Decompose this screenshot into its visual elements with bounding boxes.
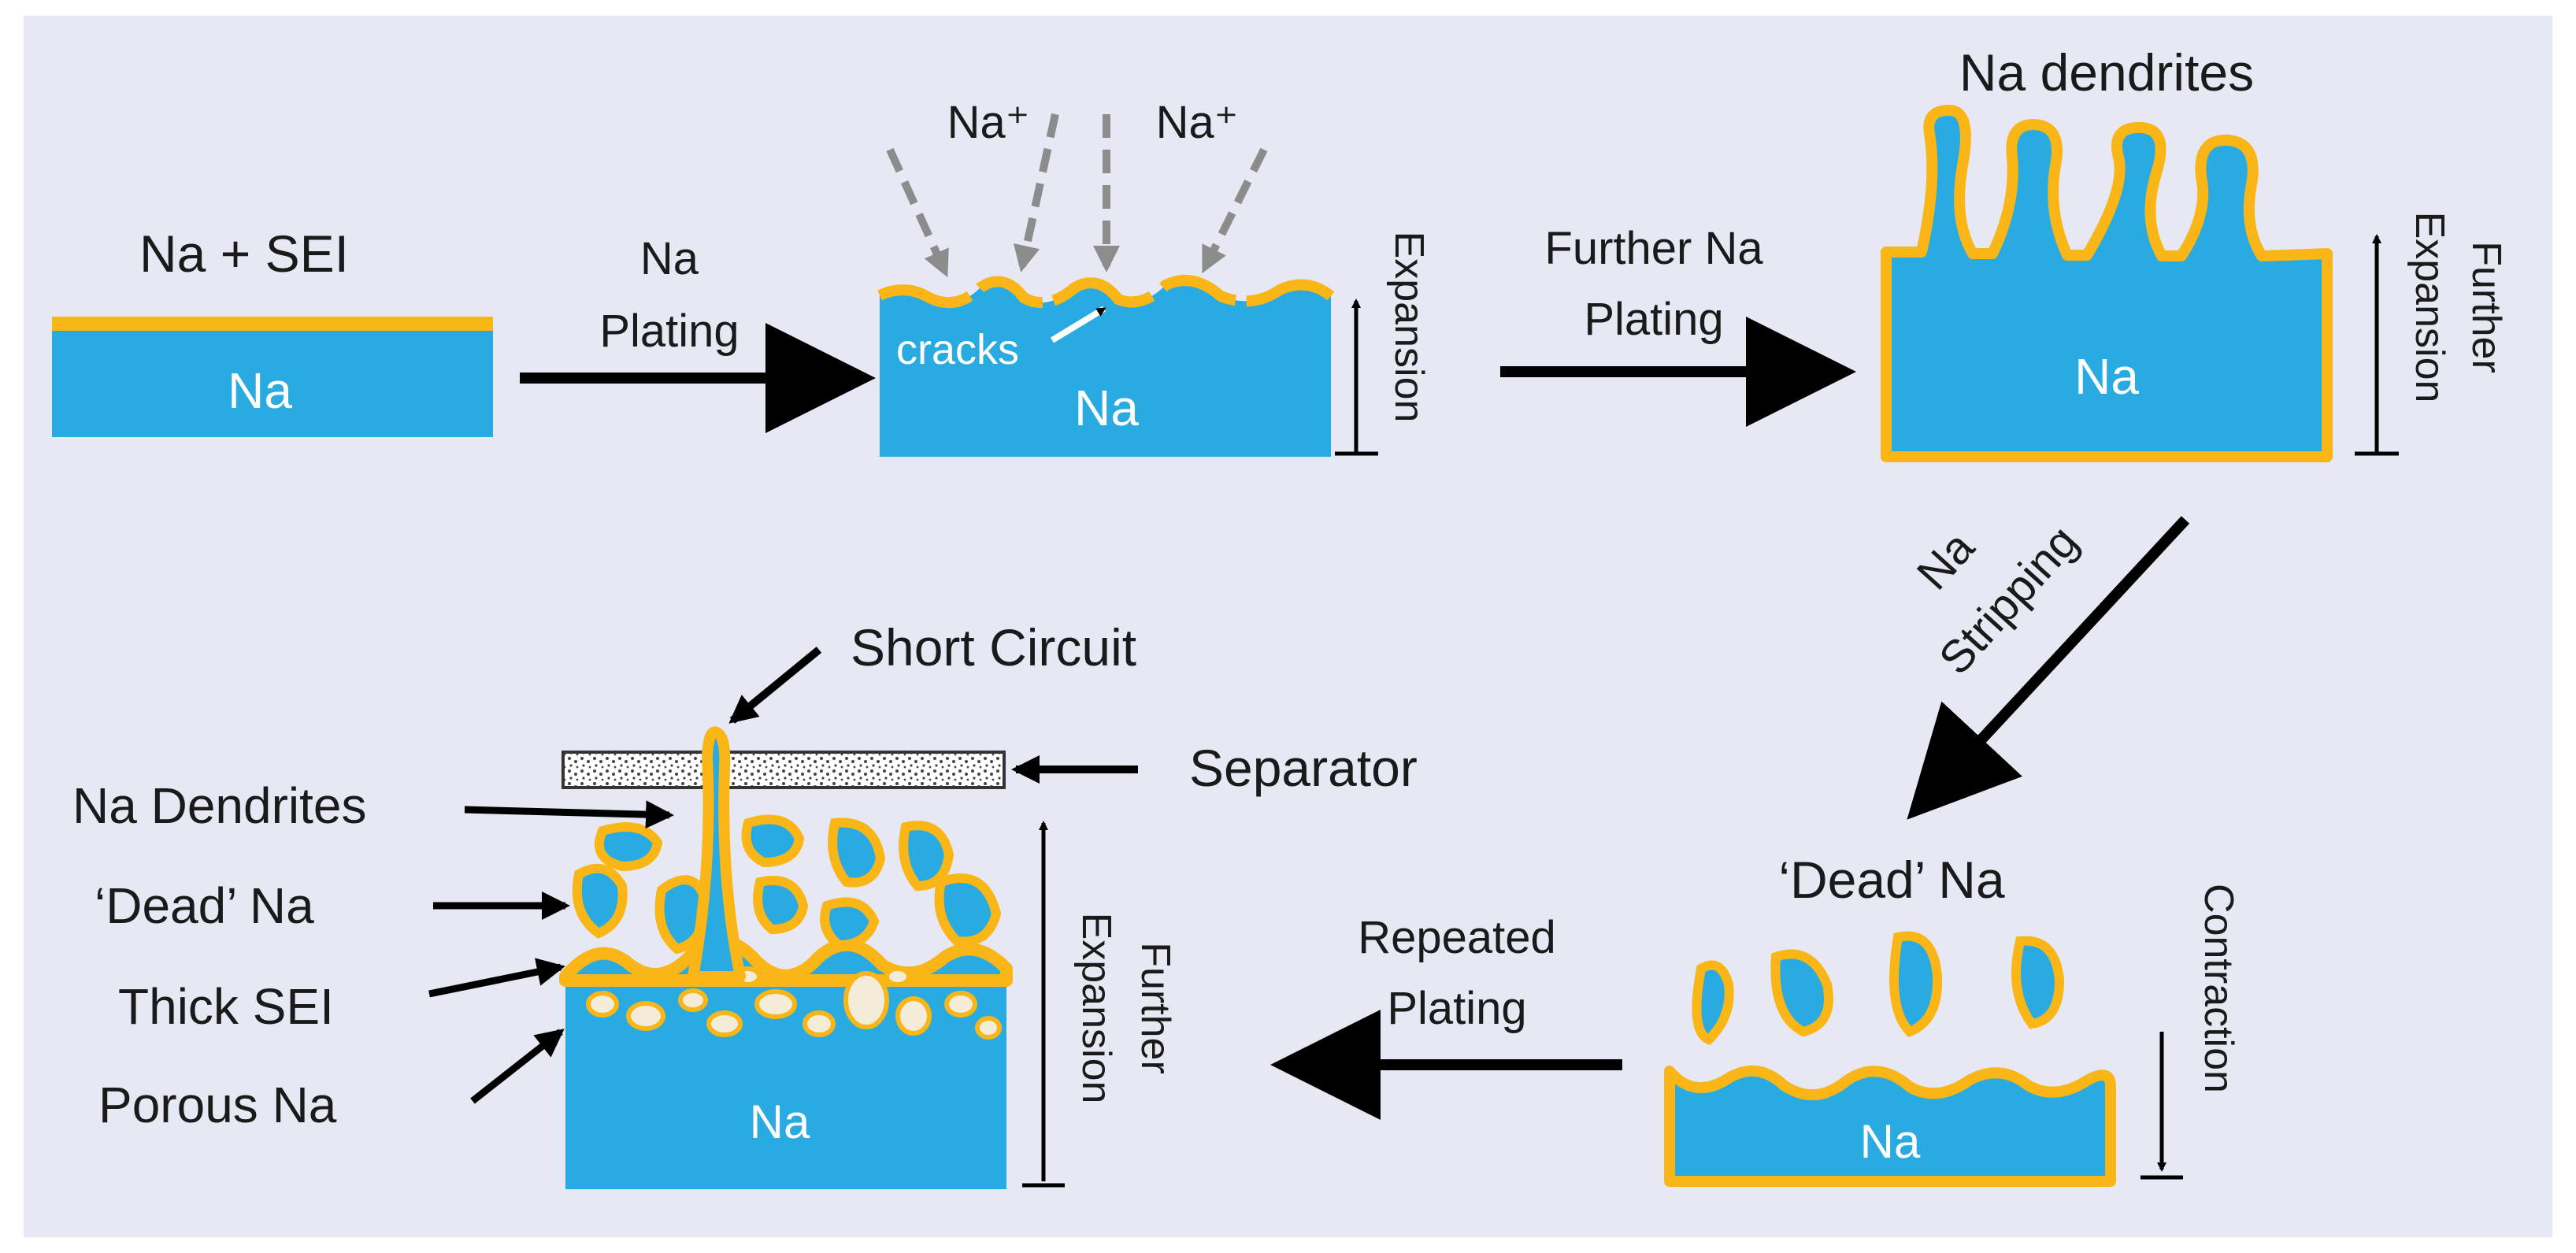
dead-na-fragment: [820, 897, 880, 951]
short-circuit-pointer-arrow-icon: [728, 647, 822, 724]
pore: [754, 989, 797, 1019]
pore: [626, 1001, 665, 1031]
dendritic-sodium-body: [1881, 105, 2333, 462]
contraction-label: Contraction: [2196, 884, 2241, 1093]
further-plating-label-line1: Further Na: [1544, 223, 1763, 274]
cracked-sei-layer: [877, 275, 1335, 309]
na-plating-label-line2: Plating: [599, 306, 739, 357]
stage-1-title: Na + SEI: [139, 224, 349, 283]
sodium-ion-label-left: Na⁺: [947, 97, 1030, 148]
dead-na-fragment: [2011, 936, 2065, 1029]
sei-layer: [52, 317, 493, 331]
dead-na-fragment: [595, 822, 663, 872]
sodium-block-label: Na: [228, 362, 292, 419]
stage-4-dead-na: ‘Dead’ Na Na Contraction: [1664, 851, 2241, 1187]
stage-5-short-circuit: Short Circuit Separator: [72, 618, 1418, 1189]
separator-label: Separator: [1189, 739, 1418, 797]
dead-na-fragment: [741, 814, 805, 868]
separator: [562, 751, 1006, 789]
repeated-plating-arrow: Repeated Plating: [1270, 912, 1622, 1120]
sodium-block: [880, 280, 1331, 457]
na-plating-arrow: Na Plating: [520, 233, 876, 433]
dead-na-fragment: [1889, 931, 1943, 1038]
sodium-block-label: Na: [1074, 380, 1139, 436]
stage-1-na-with-sei: Na + SEI Na: [52, 224, 493, 437]
dead-na-fragment: [1770, 949, 1833, 1037]
short-circuit-label: Short Circuit: [851, 618, 1136, 677]
pores-group: [586, 966, 1002, 1040]
stage-3-title: Na dendrites: [1959, 43, 2254, 102]
pore: [895, 996, 932, 1036]
dead-na-fragment: [572, 863, 628, 939]
na-plating-label-line1: Na: [640, 233, 699, 284]
dead-na-fragment: [753, 876, 809, 935]
stage-2-plated-na: Na⁺ Na⁺ cracks Na Expansion: [877, 97, 1432, 457]
sodium-block-label: Na: [1860, 1115, 1921, 1168]
further-expansion-label-line1: Further: [2463, 241, 2509, 373]
callout-arrow-icon: [470, 1029, 565, 1104]
na-dendrite-spike: [688, 726, 746, 982]
dead-na-fragment: [934, 873, 1002, 947]
pore: [843, 971, 889, 1029]
dead-na-fragment: [1692, 960, 1734, 1046]
further-expansion-label-line2: Expansion: [1073, 913, 1119, 1104]
cracks-label: cracks: [896, 326, 1019, 373]
thick-sei-layer: [559, 934, 1013, 987]
further-expansion-label-line2: Expansion: [2407, 212, 2452, 403]
further-plating-arrow: Further Na Plating: [1500, 223, 1856, 427]
arrow-diagonal-icon: [1907, 516, 2190, 820]
pore: [944, 991, 977, 1018]
further-plating-label-line2: Plating: [1584, 294, 1723, 345]
pore: [975, 1016, 1002, 1040]
ion-flux-arrow-icon: [1013, 113, 1059, 272]
callout-arrow-icon: [464, 800, 674, 829]
sodium-block-label: Na: [750, 1095, 810, 1148]
further-expansion-label-line1: Further: [1132, 942, 1178, 1074]
pore: [678, 988, 708, 1012]
sodium-ion-label-right: Na⁺: [1156, 97, 1239, 148]
cracks-pointer-arrow-icon: [1050, 306, 1106, 343]
ion-flux-arrow-icon: [886, 147, 949, 278]
callout-na-dendrites: Na Dendrites: [72, 777, 367, 834]
callout-porous-na: Porous Na: [98, 1077, 337, 1133]
dead-na-fragment: [828, 817, 886, 888]
diagram-background: [24, 16, 2552, 1237]
pore: [706, 1010, 743, 1037]
repeated-plating-label-line1: Repeated: [1358, 912, 1556, 963]
pore: [884, 966, 911, 987]
repeated-plating-label-line2: Plating: [1387, 983, 1526, 1034]
pore: [802, 1010, 836, 1037]
sodium-block: [52, 331, 493, 437]
pore: [586, 991, 619, 1018]
callout-arrow-icon: [428, 958, 565, 998]
callout-thick-sei: Thick SEI: [118, 978, 334, 1035]
stage-4-title: ‘Dead’ Na: [1778, 851, 2005, 909]
stage-3-na-dendrites: Na dendrites Na Expansion Further: [1881, 43, 2509, 462]
callout-dead-na: ‘Dead’ Na: [95, 877, 314, 934]
ion-flux-arrow-icon: [1201, 147, 1268, 274]
contracted-sodium-body: [1664, 1065, 2116, 1187]
expansion-label: Expansion: [1386, 232, 1432, 423]
sodium-block-label: Na: [2074, 348, 2139, 405]
